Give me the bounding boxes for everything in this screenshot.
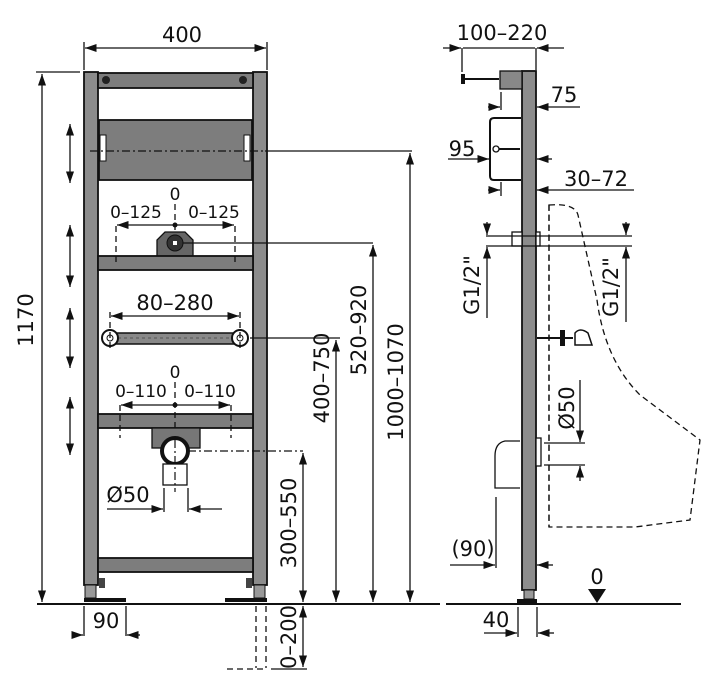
right-foot-plate bbox=[225, 598, 267, 602]
bracket-cap-icon bbox=[574, 329, 594, 346]
center-dot bbox=[172, 222, 178, 228]
mounting-plate bbox=[98, 119, 253, 181]
foot-depth-label: 40 bbox=[483, 608, 510, 632]
outlet-elbow bbox=[494, 440, 520, 489]
height-waste-label: 300–550 bbox=[277, 478, 301, 569]
outlet-flange bbox=[535, 437, 542, 467]
thread-left-label: G1/2" bbox=[460, 255, 484, 315]
bottom-rail bbox=[97, 557, 254, 573]
feed-connector-core bbox=[173, 241, 177, 245]
bracket-span-label: 80–280 bbox=[136, 291, 213, 315]
bracket-nut bbox=[560, 330, 565, 346]
foot-width-label: 90 bbox=[93, 609, 120, 633]
cistern-box bbox=[489, 117, 521, 181]
feed-left-label: 0–125 bbox=[110, 203, 162, 223]
right-upright bbox=[252, 71, 268, 586]
bolt-icon bbox=[239, 76, 247, 84]
right-foot bbox=[253, 584, 266, 599]
urinal-outline bbox=[548, 204, 701, 528]
depth-label: 100–220 bbox=[457, 21, 548, 45]
offset-30-72-label: 30–72 bbox=[564, 167, 628, 191]
center-dot bbox=[172, 402, 178, 408]
width-label: 400 bbox=[162, 23, 202, 47]
plate-clip-right bbox=[243, 134, 251, 162]
waste-left-label: 0–110 bbox=[115, 382, 167, 402]
feed-fitting-back bbox=[535, 231, 541, 247]
height-bracket-label: 400–750 bbox=[310, 333, 334, 424]
waste-center-label: 0 bbox=[170, 363, 181, 383]
waste-right-label: 0–110 bbox=[184, 382, 236, 402]
side-upright bbox=[521, 70, 537, 591]
height-plate-label: 1000–1070 bbox=[384, 323, 408, 440]
feed-fitting bbox=[511, 231, 523, 247]
left-upright bbox=[83, 71, 99, 586]
outlet-diameter-label: Ø50 bbox=[555, 386, 579, 429]
feed-right-label: 0–125 bbox=[188, 203, 240, 223]
thread-right-label: G1/2" bbox=[599, 257, 623, 317]
left-adjuster bbox=[99, 578, 105, 588]
offset-95-label: 95 bbox=[449, 137, 476, 161]
side-view: 100–220 75 95 30–72 G1/2" G1/2" bbox=[443, 21, 701, 638]
leg-extension-label: 0–200 bbox=[277, 605, 301, 669]
plate-clip-left bbox=[99, 134, 107, 162]
side-foot-plate bbox=[517, 599, 537, 603]
left-foot bbox=[84, 584, 97, 599]
level-marker-icon bbox=[588, 589, 606, 603]
waste-diameter-label: Ø50 bbox=[106, 483, 149, 507]
top-bracket bbox=[499, 70, 523, 90]
top-rail bbox=[97, 72, 254, 89]
front-view: 400 1170 0 0–125 0–125 80–280 0 0–110 0–… bbox=[14, 23, 440, 670]
box-rod-end bbox=[492, 145, 500, 153]
right-adjuster bbox=[246, 578, 252, 588]
feed-center-label: 0 bbox=[170, 185, 181, 205]
outlet-offset-label: (90) bbox=[451, 537, 494, 561]
floor-level-label: 0 bbox=[590, 565, 603, 589]
height-label: 1170 bbox=[14, 293, 38, 346]
left-foot-plate bbox=[84, 598, 126, 602]
offset-75-label: 75 bbox=[551, 83, 578, 107]
bolt-icon bbox=[102, 76, 110, 84]
rod-end bbox=[461, 74, 465, 84]
cross-rail bbox=[97, 255, 254, 271]
side-foot bbox=[523, 589, 535, 600]
height-feed-label: 520–920 bbox=[347, 285, 371, 376]
